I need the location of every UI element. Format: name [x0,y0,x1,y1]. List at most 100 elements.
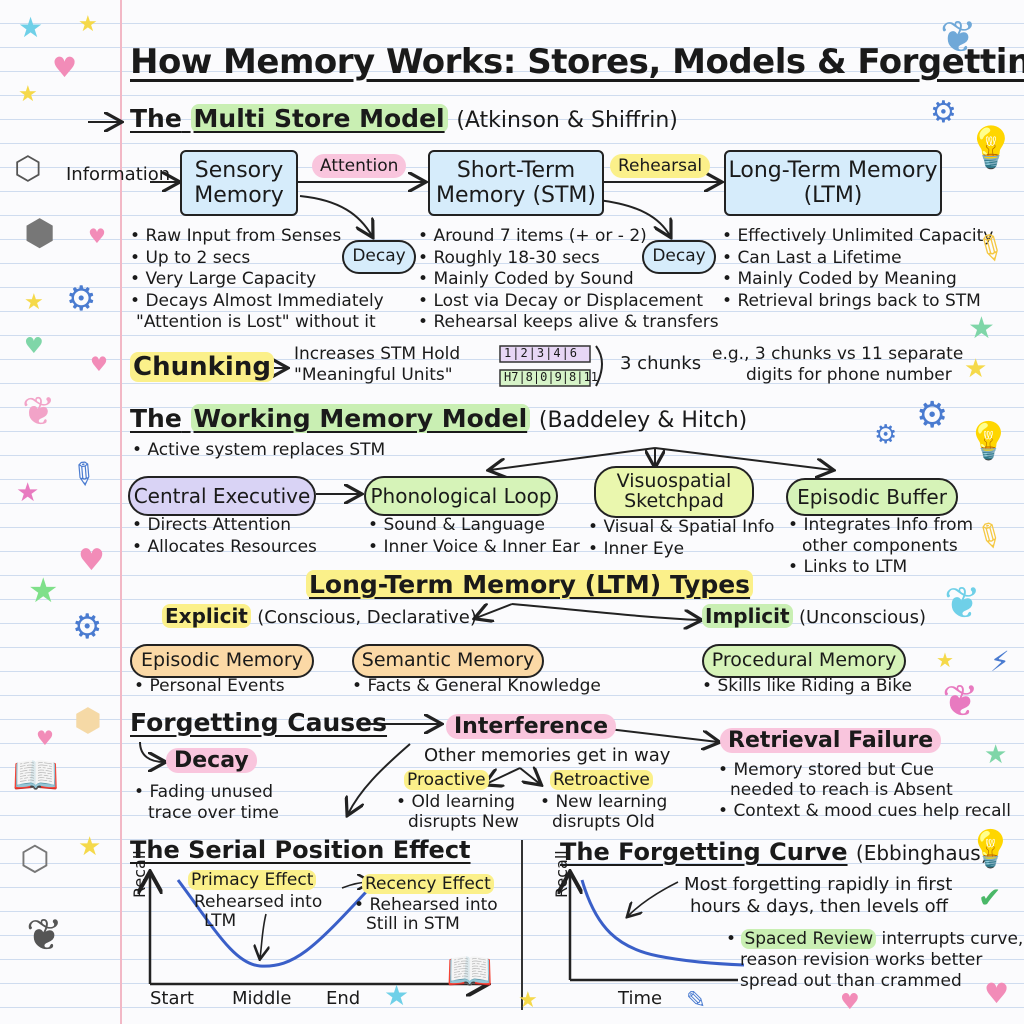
retrieval-failure-point-cont: needed to reach is Absent [730,780,953,800]
list-item: Allocates Resources [132,537,316,559]
forgetting-note-pointer [628,881,679,916]
recency-effect-label: Recency Effect [362,874,494,894]
list-item: Mainly Coded by Sound [418,269,719,291]
information-label: Information [66,164,171,185]
list-item: Around 7 items (+ or - 2) [418,226,719,248]
heart-icon: ♥ [24,334,44,359]
heart-icon: ♥ [88,224,106,248]
working-memory-intro: Active system replaces STM [132,440,385,462]
gear-icon: ⚙ [916,395,949,436]
semantic-memory-pill: Semantic Memory [352,644,544,678]
gear-icon: ⚙ [930,95,957,130]
star-icon: ★ [384,979,410,1012]
pencil-icon: ✎ [62,453,104,497]
multi-store-heading: The Multi Store Model (Atkinson & Shiffr… [130,104,678,133]
rehearsal-tag: Rehearsal [610,154,711,178]
list-item: Skills like Riding a Bike [702,676,912,698]
forgetting-curve-heading: The Forgetting Curve (Ebbinghaus) [560,838,989,866]
central-executive-pill: Central Executive [128,476,316,516]
brain-icon: ❦ [942,676,979,727]
list-item: Retrieval brings back to STM [722,291,993,313]
working-memory-heading-highlight: Working Memory Model [190,404,531,433]
decay-label: Decay [166,748,257,773]
chunking-label-text: Chunking [130,352,274,382]
episodic-buffer-points: Integrates Info from [788,515,973,537]
primacy-desc-1: Rehearsed into [194,892,323,912]
episodic-buffer-point-cont: other components [802,536,958,556]
list-item: New learning [540,792,667,814]
decay-point-cont: trace over time [148,803,280,823]
primacy-effect-label: Primacy Effect [188,870,317,890]
lightbulb-icon: 💡 [968,829,1013,870]
list-item: Effectively Unlimited Capacity [722,226,993,248]
list-item: Decays Almost Immediately [130,291,383,313]
list-item: Context & mood cues help recall [718,801,1011,823]
list-item: Can Last a Lifetime [722,248,993,270]
primacy-pointer [260,913,266,958]
star-icon: ★ [78,832,102,862]
episodic-buffer-points-2: Links to LTM [788,557,907,579]
chunking-desc-1: Increases STM Hold [294,344,461,364]
procedural-memory-pill: Procedural Memory [702,644,906,678]
working-memory-heading-prefix: The [130,404,182,433]
serial-x-tick-start: Start [150,988,194,1009]
episodic-memory-pill: Episodic Memory [130,644,314,678]
list-item: Inner Eye [588,539,774,561]
brain-icon: ❦ [22,389,56,435]
star-icon: ★ [24,290,44,315]
chunking-example-1: e.g., 3 chunks vs 11 separate [712,344,964,364]
star-icon: ★ [78,12,98,37]
retrieval-failure-points: Memory stored but Cue [718,760,933,782]
curve-y-label: Recall [552,850,571,898]
retroactive-point-cont: disrupts Old [552,812,655,832]
star-icon: ★ [16,478,40,508]
list-item: Inner Voice & Inner Ear [368,537,579,559]
star-icon: ★ [964,354,988,384]
heart-icon: ♥ [984,977,1010,1010]
book-icon: 📖 [446,949,494,993]
heart-icon: ♥ [78,543,105,578]
star-icon: ★ [968,311,995,346]
semantic-points: Facts & General Knowledge [352,676,600,698]
working-memory-heading-authors: (Baddeley & Hitch) [538,408,748,433]
phonological-loop-pill: Phonological Loop [364,476,558,516]
explicit-desc: (Conscious, Declarative) [257,607,477,628]
list-item: Active system replaces STM [132,440,385,462]
serial-position-heading-text: The Serial Position Effect [130,836,471,864]
retroactive-label: Retroactive [550,770,653,790]
gear-icon: ⚙ [66,279,97,319]
star-icon: ★ [28,571,59,611]
list-item: Up to 2 secs [130,248,384,270]
list-item: Links to LTM [788,557,907,579]
brain-icon: ❦ [944,578,981,629]
forgetting-causes-heading: Forgetting Causes [130,708,387,737]
serial-x-tick-middle: Middle [232,988,292,1009]
star-icon: ★ [984,740,1008,770]
star-icon: ★ [18,82,38,107]
implicit-desc: (Unconscious) [798,607,926,628]
spaced-review-line-1: • Spaced Review interrupts curve, [726,929,1024,949]
sensory-memory-box: Sensory Memory [180,150,298,216]
forgetting-curve-chart [548,868,745,982]
page-title: How Memory Works: Stores, Models & Forge… [130,42,1024,82]
ltm-box: Long-Term Memory (LTM) [724,150,942,216]
spaced-review-rest: interrupts curve, [881,929,1024,949]
multi-store-heading-prefix: The [130,104,182,133]
visuospatial-points: Visual & Spatial Info Inner Eye [588,517,774,560]
stm-points: Around 7 items (+ or - 2) Roughly 18-30 … [418,226,719,334]
interference-label: Interference [446,714,617,739]
episodic-points: Personal Events [134,676,284,698]
sensory-points: Raw Input from Senses Up to 2 secs Very … [130,226,384,313]
spaced-review-line-2: reason revision works better [740,950,983,970]
gear-icon: ⚙ [874,420,898,450]
phonological-loop-points: Sound & Language Inner Voice & Inner Ear [368,515,579,559]
list-item: Raw Input from Senses [130,226,384,248]
retroactive-points: New learning [540,792,667,814]
list-item: Rehearsal keeps alive & transfers [418,312,718,334]
explicit-row: Explicit (Conscious, Declarative) [162,604,477,628]
implicit-row: Implicit (Unconscious) [702,604,926,628]
decay-points: Fading unused [134,782,273,804]
proactive-point-cont: disrupts New [408,812,519,832]
star-icon: ★ [936,648,954,672]
proactive-label: Proactive [404,770,489,790]
